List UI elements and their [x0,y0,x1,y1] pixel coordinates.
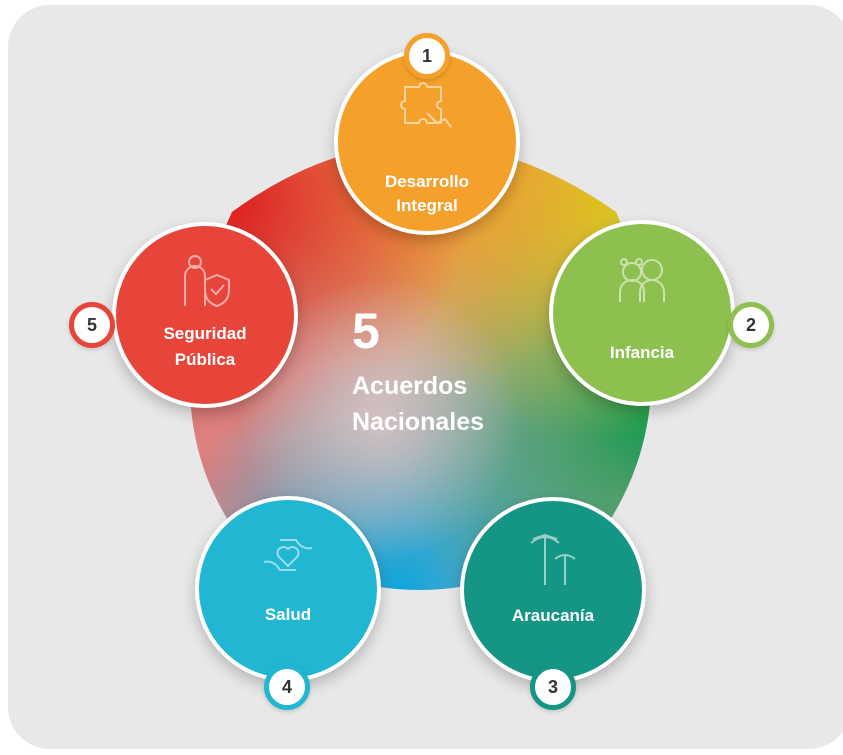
node-araucania: Araucanía [460,497,646,683]
caring-hands-heart-icon [263,539,313,571]
center-title-line2: Nacionales [352,408,485,436]
node-label-line2: Integral [396,196,458,215]
node-seguridad-publica: Seguridad Pública [112,222,298,408]
guard-shield-icon [184,255,230,308]
node-label: Salud [264,605,312,624]
center-number: 5 [352,303,380,359]
node-label-line2: Pública [174,350,236,369]
center-title-line1: Acuerdos [352,372,468,400]
node-label: Infancia [609,343,675,362]
node-salud: Salud [195,496,381,682]
badge-5: 5 [69,302,115,348]
node-label: Araucanía [511,606,595,625]
node-label-line1: Seguridad [163,324,247,343]
node-infancia: Infancia [549,220,735,406]
children-icon [619,258,665,302]
badge-1: 1 [404,33,450,79]
puzzle-icon [400,82,452,128]
badge-3: 3 [530,664,576,710]
badge-2: 2 [728,302,774,348]
node-label-line1: Desarrollo [384,172,470,191]
araucaria-tree-icon [530,533,576,585]
badge-4: 4 [264,664,310,710]
